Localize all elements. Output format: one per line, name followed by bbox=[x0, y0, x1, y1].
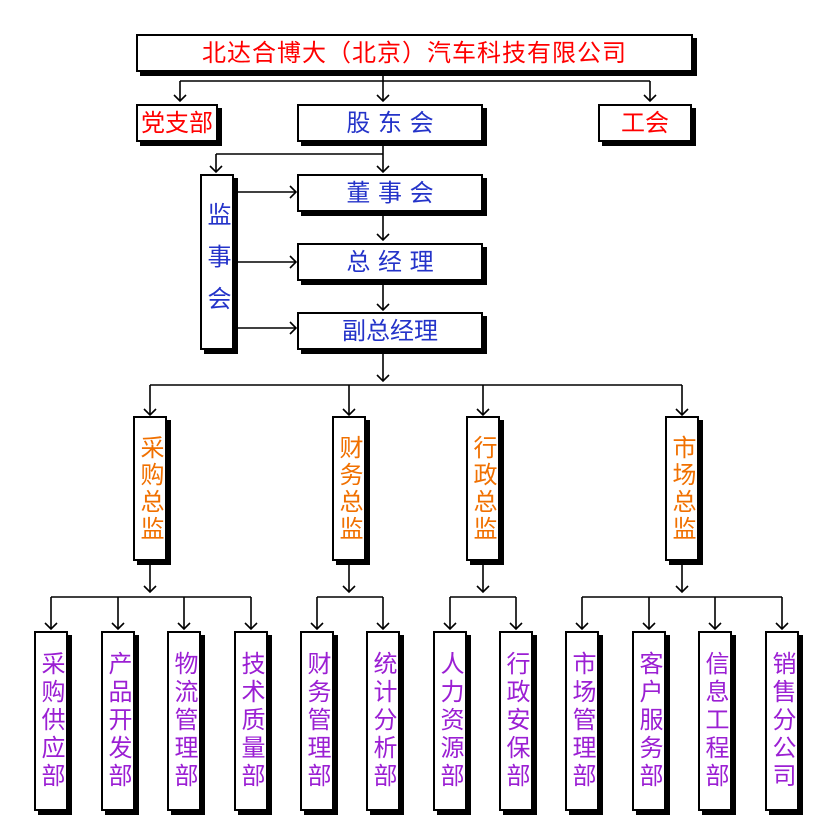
arrowhead bbox=[44, 622, 58, 631]
market-management-department-box: 市场管理部 bbox=[565, 631, 599, 811]
arrowhead bbox=[675, 585, 689, 594]
procurement-supply-department-box: 采购供应部 bbox=[34, 631, 68, 811]
arrowhead bbox=[173, 94, 187, 103]
party-branch-box: 党支部 bbox=[136, 104, 218, 142]
arrowhead bbox=[509, 622, 523, 631]
board-of-directors-box: 董 事 会 bbox=[297, 174, 483, 212]
arrowhead bbox=[642, 622, 656, 631]
admin-security-department-box: 行政安保部 bbox=[499, 631, 533, 811]
arrowhead bbox=[289, 321, 298, 335]
company-box: 北达合博大（北京）汽车科技有限公司 bbox=[136, 34, 693, 72]
human-resources-department-box: 人力资源部 bbox=[433, 631, 467, 811]
arrowhead bbox=[310, 622, 324, 631]
arrowhead bbox=[143, 585, 157, 594]
arrowhead bbox=[476, 585, 490, 594]
arrowhead bbox=[376, 165, 390, 174]
arrowhead bbox=[244, 622, 258, 631]
admin-director-box: 行政总监 bbox=[466, 416, 500, 561]
arrowhead bbox=[342, 585, 356, 594]
arrowhead bbox=[376, 94, 390, 103]
general-manager-box: 总 经 理 bbox=[297, 243, 483, 281]
arrowhead bbox=[376, 303, 390, 312]
arrowhead bbox=[289, 185, 298, 199]
arrowhead bbox=[342, 408, 356, 417]
arrowhead bbox=[575, 622, 589, 631]
customer-service-department-box: 客户服务部 bbox=[632, 631, 666, 811]
product-development-department-box: 产品开发部 bbox=[101, 631, 135, 811]
statistical-analysis-department-box: 统计分析部 bbox=[366, 631, 400, 811]
board-of-supervisors-box: 监事会 bbox=[200, 174, 234, 350]
arrowhead bbox=[143, 408, 157, 417]
arrowhead bbox=[209, 165, 223, 174]
sales-branch-box: 销售分公司 bbox=[765, 631, 799, 811]
arrowhead bbox=[289, 255, 298, 269]
information-engineering-department-box: 信息工程部 bbox=[698, 631, 732, 811]
logistics-management-department-box: 物流管理部 bbox=[167, 631, 201, 811]
arrowhead bbox=[775, 622, 789, 631]
technical-quality-department-box: 技术质量部 bbox=[234, 631, 268, 811]
arrowhead bbox=[476, 408, 490, 417]
arrowhead bbox=[376, 622, 390, 631]
arrowhead bbox=[177, 622, 191, 631]
labor-union-box: 工会 bbox=[598, 104, 692, 142]
deputy-general-manager-box: 副总经理 bbox=[297, 312, 483, 350]
arrowhead bbox=[643, 94, 657, 103]
arrowhead bbox=[443, 622, 457, 631]
arrowhead bbox=[675, 408, 689, 417]
financial-management-department-box: 财务管理部 bbox=[300, 631, 334, 811]
arrowhead bbox=[376, 233, 390, 242]
arrowhead bbox=[376, 374, 390, 383]
shareholders-meeting-box: 股 东 会 bbox=[297, 104, 483, 142]
market-director-box: 市场总监 bbox=[665, 416, 699, 561]
arrowhead bbox=[708, 622, 722, 631]
arrowhead bbox=[111, 622, 125, 631]
finance-director-box: 财务总监 bbox=[332, 416, 366, 561]
procurement-director-box: 采购总监 bbox=[133, 416, 167, 561]
